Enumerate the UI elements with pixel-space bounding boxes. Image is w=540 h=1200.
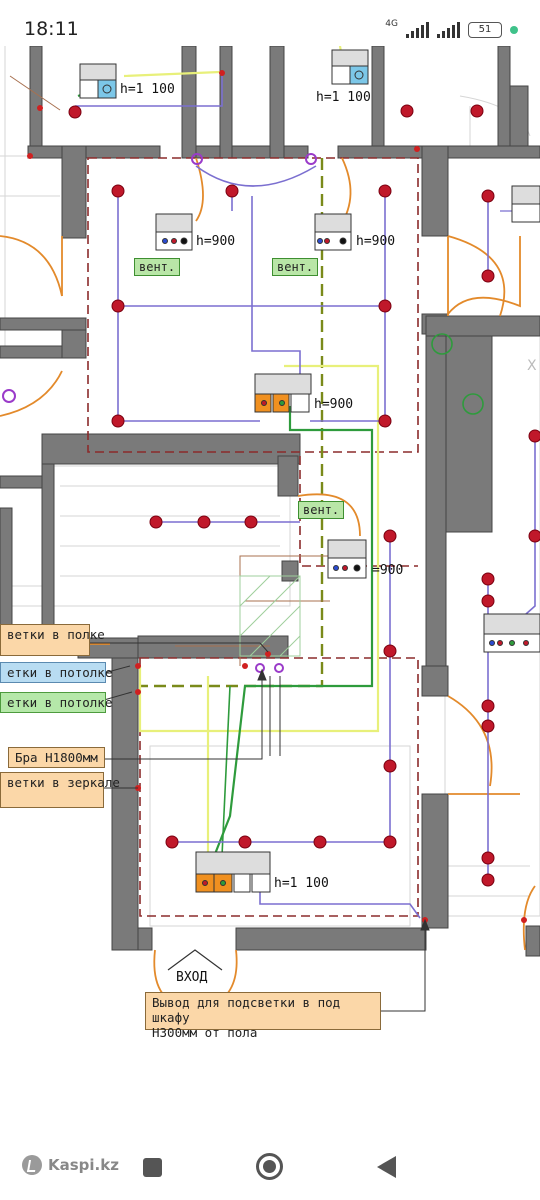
brand-watermark: Kaspi.kz [22,1155,119,1175]
callout-ceiling-lighting-2: етки в потолке [0,692,112,713]
height-label-box-right: h=900 [356,234,396,249]
status-time: 18:11 [24,18,79,40]
battery-icon: 51 [468,22,502,38]
status-icons: 4G 51 [385,18,518,42]
kaspi-logo-icon [22,1155,42,1175]
brand-name: Kaspi.kz [48,1156,119,1174]
navigation-bar: Kaspi.kz [0,1140,540,1200]
callout-wardrobe-line1: Вывод для подсветки в под шкафу [152,995,341,1025]
x-mark: X [527,358,537,374]
privacy-indicator-icon [510,26,518,34]
vent-tag-right: вент. [272,258,319,276]
height-label-top-right: h=1 100 [316,90,371,105]
entry-label: ВХОД [176,970,208,985]
entry-arrow [167,949,223,971]
height-label-mid-right: =900 [372,563,404,578]
callout-wardrobe-line2: Н300мм от пола [152,1025,258,1040]
callout-sconce: Бра Н1800мм [8,747,105,768]
signal-icon-2 [437,22,460,38]
height-label-top-left: h=1 100 [120,82,175,97]
callout-ceiling-lighting-1: етки в потолке [0,662,112,683]
callout-shelf-lighting: ветки в полке [0,624,105,656]
floor-plan [0,46,540,1012]
callout-mirror-lighting: ветки в зеркале [0,772,120,808]
drawing-viewer[interactable]: h=1 100 h=1 100 h=900 h=900 h=900 =900 h… [0,46,540,1140]
back-button[interactable] [377,1156,396,1178]
recent-apps-button[interactable] [143,1158,162,1177]
callout-wardrobe-lighting: Вывод для подсветки в под шкафу Н300мм о… [145,992,381,1040]
height-label-center: h=900 [314,397,354,412]
height-label-bottom: h=1 100 [274,876,329,891]
height-label-box-left: h=900 [196,234,236,249]
network-type: 4G [385,19,398,29]
signal-icon [406,22,429,38]
status-bar: 18:11 4G 51 [0,0,540,46]
vent-tag-center: вент. [298,501,345,519]
vent-tag-left: вент. [134,258,181,276]
home-button[interactable] [256,1153,283,1180]
